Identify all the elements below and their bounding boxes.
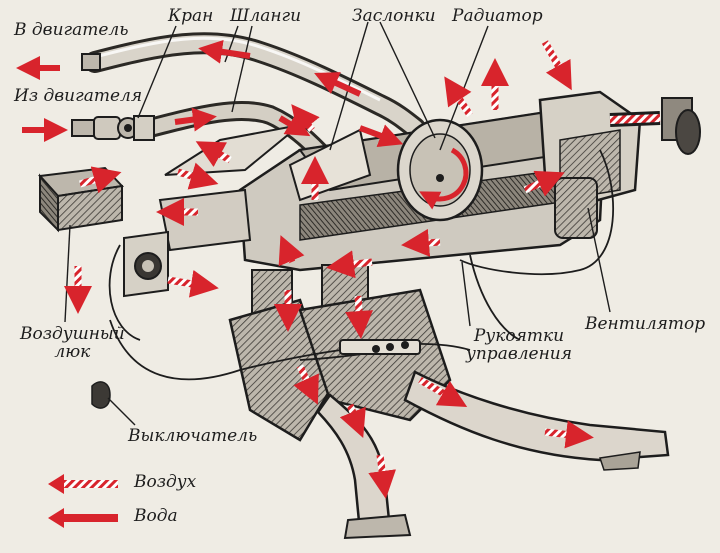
air-hatch <box>37 166 125 233</box>
label-from-engine: Из двигателя <box>14 86 143 106</box>
air-ducts <box>228 264 670 540</box>
label-switch: Выключатель <box>128 426 258 446</box>
radiator-rotation-arrow <box>419 147 469 210</box>
air-arrows <box>64 40 594 499</box>
label-fan: Вентилятор <box>585 314 706 334</box>
label-air-hatch-line1: Воздушный <box>20 324 125 344</box>
label-control-handles-line2: управления <box>466 343 573 364</box>
switch-knob <box>91 381 111 409</box>
label-hoses: Шланги <box>230 6 302 26</box>
label-control-handles: Рукоятки управления <box>466 326 573 364</box>
legend-symbols <box>48 474 118 528</box>
control-handles <box>339 339 421 355</box>
legend-air-label: Воздух <box>134 472 197 492</box>
label-air-hatch-line2: люк <box>54 341 91 362</box>
label-air-hatch: Воздушный люк <box>20 324 125 362</box>
label-valve: Кран <box>168 6 214 26</box>
label-to-engine: В двигатель <box>14 20 129 40</box>
switch-plate <box>123 230 169 298</box>
label-radiator: Радиатор <box>452 6 543 26</box>
label-control-handles-line1: Рукоятки <box>473 326 565 346</box>
legend-water-label: Вода <box>134 506 178 526</box>
label-dampers: Заслонки <box>352 6 436 26</box>
water-arrows <box>16 39 404 148</box>
